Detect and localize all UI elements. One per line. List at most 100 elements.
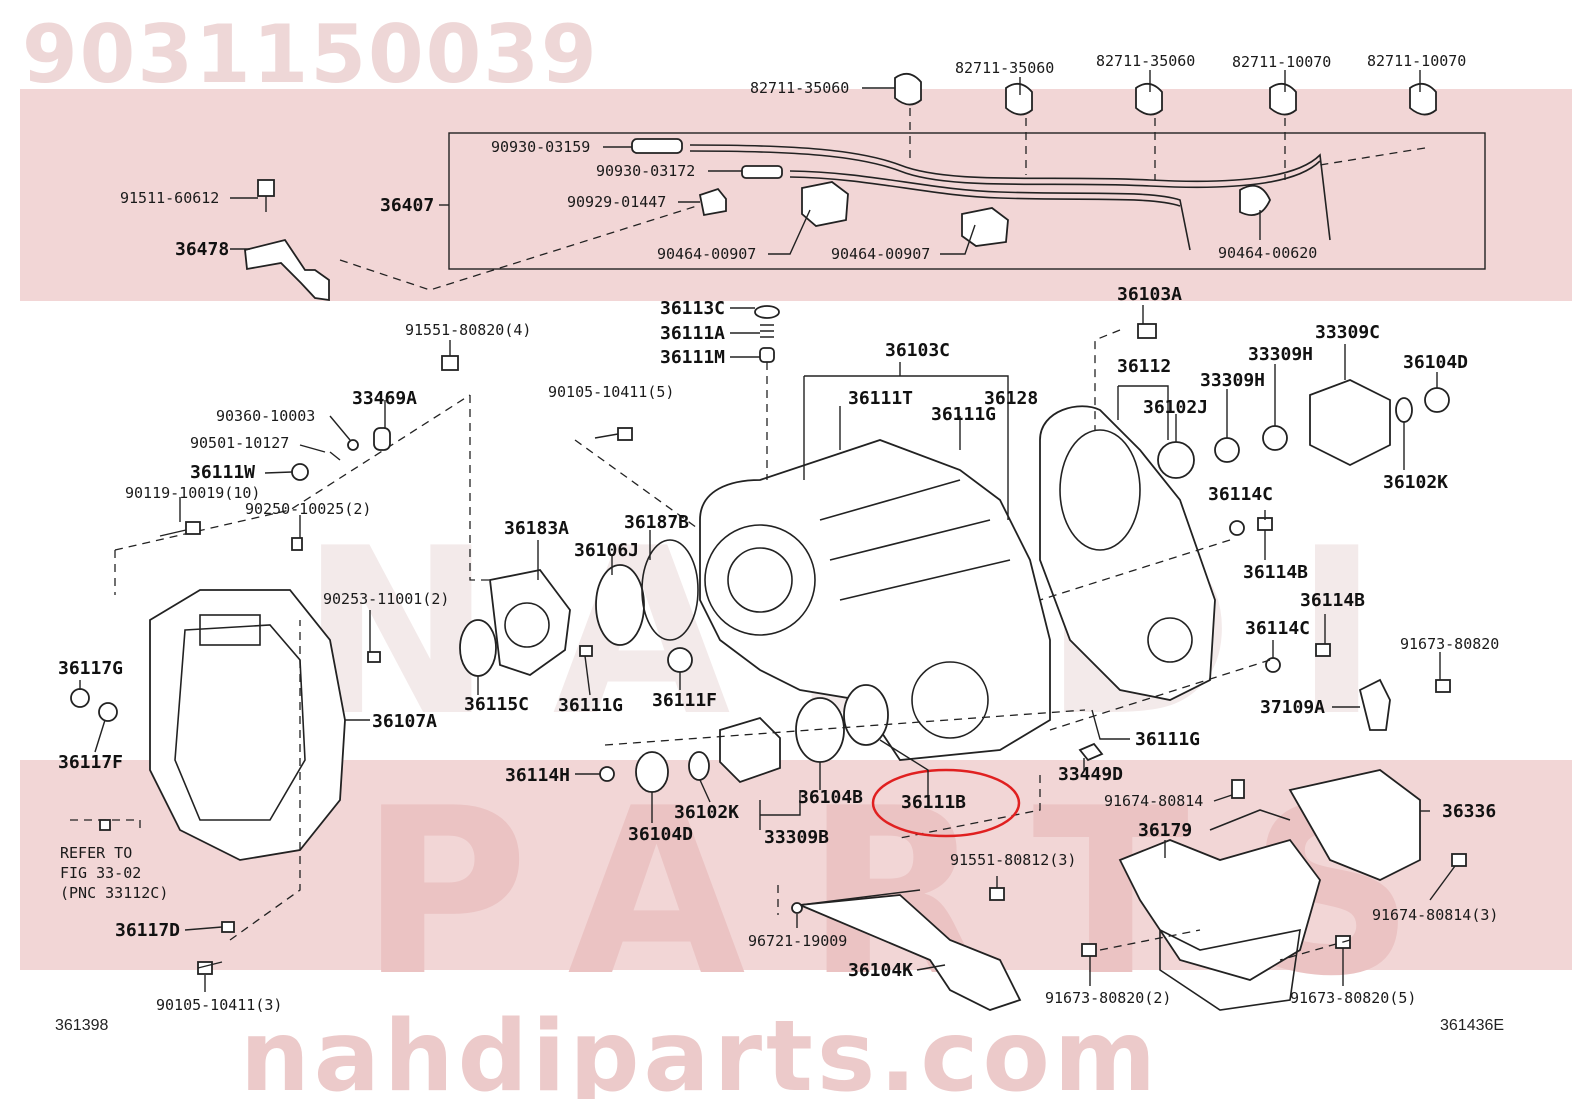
housing-ribs [819,479,1011,601]
part-label: 36114C [1245,618,1310,639]
part-label: 36106J [574,540,639,561]
breather-tube [689,144,1331,241]
part-label: 82711-10070 [1367,52,1466,70]
bolt-head [989,887,1005,901]
bolt-head [1081,943,1097,957]
tube-clip [1005,82,1033,116]
shift-rod [799,889,921,906]
part-label: 36114H [505,765,570,786]
part-label: 91674-80814 [1104,792,1203,810]
bolt-shank [197,961,223,969]
part-label: 36111G [1135,729,1200,750]
plug [291,463,309,481]
part-label: 90105-10411(3) [156,996,282,1014]
part-label: 36102J [1143,397,1208,418]
part-label: 90119-10019(10) [125,484,260,502]
part-label: 90253-11001(2) [323,590,449,608]
refer-note-line: REFER TO [60,844,132,862]
dashed-line [899,775,1041,839]
o-ring [641,539,699,641]
harness-bracket [1209,809,1291,831]
part-label: 90464-00907 [831,245,930,263]
bolt-shank [594,433,619,439]
part-label: 36111T [848,388,913,409]
front-housing-window [199,614,261,646]
bushing [373,427,391,451]
part-label: 36336 [1442,801,1496,822]
dashed-line [339,204,701,291]
highlight-ellipse [871,768,1021,838]
pin [99,819,111,831]
o-ring [688,751,710,781]
washer [1214,437,1240,463]
pin [579,645,593,657]
part-label: 82711-10070 [1232,53,1331,71]
part-label: 91511-60612 [120,189,219,207]
dashed-line [229,620,301,941]
part-label: 36111G [558,695,623,716]
part-label: 36112 [1117,356,1171,377]
oil-seal [1157,441,1195,479]
part-label: 36104D [628,824,693,845]
part-label: 82711-35060 [1096,52,1195,70]
bearing-retainer [489,569,571,676]
union-fitting [631,138,683,154]
part-label: 90464-00620 [1218,244,1317,262]
part-label: 36179 [1138,820,1192,841]
plug [635,751,669,793]
plug [221,921,235,933]
part-label: 36117F [58,752,123,773]
plug [70,688,90,708]
part-label: 36104D [1403,352,1468,373]
spring [329,451,341,461]
oil-seal [459,619,497,677]
o-ring [1395,397,1413,423]
part-label: 82711-35060 [750,79,849,97]
plug [754,305,780,319]
breather-tube-edge [689,150,1321,189]
clip-part [698,187,727,217]
watermark-band-top [20,89,1572,301]
gasket-ring [98,702,118,722]
part-label: 90105-10411(5) [548,383,674,401]
tube-clip [1269,82,1297,116]
transfer-protector [1118,838,1321,981]
vent-tube-edge [789,176,1181,207]
bolt-head [185,521,201,535]
part-label: 91673-80820 [1400,635,1499,653]
leader-lines [79,70,1456,992]
part-label: 36107A [372,711,437,732]
shift-lever-plate [799,894,1022,1011]
part-label: 91673-80820(5) [1290,989,1416,1007]
part-label: 33469A [352,388,417,409]
bolt-head [257,179,275,197]
part-label: 36103C [885,340,950,361]
spring [760,324,774,338]
housing-bore [704,524,816,636]
part-label: 36114B [1300,590,1365,611]
front-housing-inner [174,624,306,821]
plug [667,647,693,673]
part-label: 91674-80814(3) [1372,906,1498,924]
part-label: 36102K [674,802,739,823]
bolt-head [1137,323,1157,339]
dashed-line [604,709,1086,746]
part-label: 91551-80812(3) [950,851,1076,869]
part-label: 36115C [464,694,529,715]
tube-clamp [801,181,849,227]
tube-clip [1409,82,1437,116]
retainer-bore [504,602,550,648]
refer-note-line: (PNC 33112C) [60,884,168,902]
o-ring [791,902,803,914]
figure-code-left: 361398 [55,1017,108,1034]
tube-clip [894,72,922,106]
bolt-shank [159,529,187,537]
shim [1078,742,1104,762]
speedometer-gear [595,564,645,646]
dashed-line [1319,147,1426,166]
bearing [843,684,889,746]
front-housing [149,589,346,861]
part-label: 36111A [660,323,725,344]
